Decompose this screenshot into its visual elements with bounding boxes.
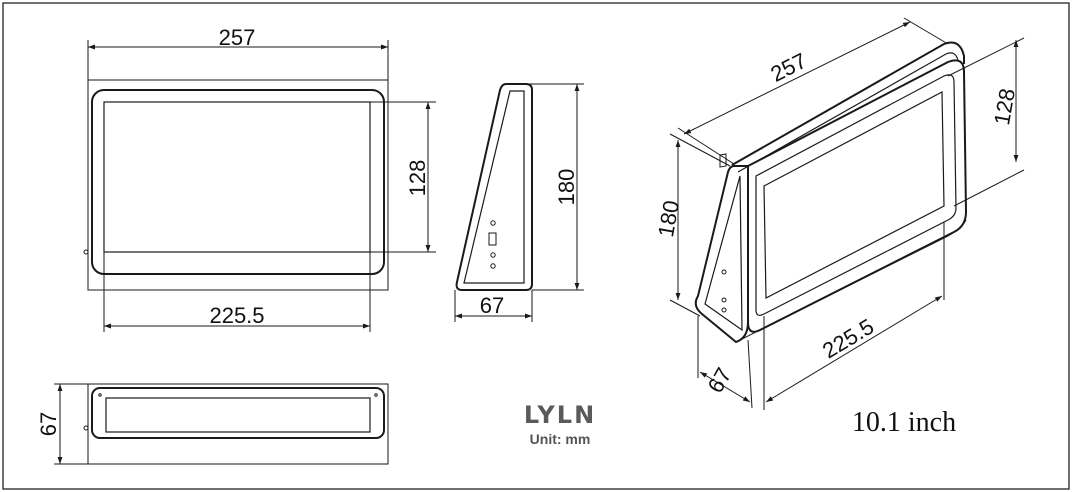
side-view: 180 67	[454, 83, 584, 322]
iso-indicator-top	[721, 269, 727, 275]
side-indicator-bottom	[490, 263, 496, 269]
front-view-back-plate	[87, 79, 389, 291]
front-view: 257 128 225.5	[83, 25, 436, 332]
side-indicator-middle	[490, 252, 496, 258]
front-view-bezel	[91, 89, 385, 275]
front-view-screen	[103, 101, 371, 253]
iso-indicator-middle	[721, 297, 727, 303]
iso-screen-width-dimension	[765, 295, 943, 403]
front-width-label: 257	[219, 25, 256, 50]
bottom-depth-label: 67	[36, 412, 61, 436]
isometric-view: 257 128 180 225.5 67	[653, 17, 1025, 410]
unit-label: Unit: mm	[530, 431, 591, 447]
iso-total-height-label: 180	[653, 198, 684, 239]
product-size-label: 10.1 inch	[852, 407, 956, 438]
front-screen-width-label: 225.5	[209, 303, 264, 328]
iso-screen-width-label: 225.5	[818, 314, 878, 364]
iso-height-label: 128	[989, 86, 1020, 127]
iso-indicator-bottom	[721, 307, 727, 313]
iso-screen	[763, 91, 945, 299]
iso-depth-dimension	[699, 371, 751, 403]
iso-width-dimension	[683, 21, 911, 135]
side-usb-port	[488, 232, 497, 246]
bottom-view: 67	[36, 383, 389, 465]
iso-top-face	[731, 41, 965, 166]
bottom-view-screen	[105, 397, 371, 433]
side-height-label: 180	[554, 169, 579, 206]
bottom-view-outline	[87, 383, 389, 465]
front-height-label: 128	[405, 160, 430, 197]
iso-bezel	[747, 59, 968, 333]
side-depth-label: 67	[480, 293, 504, 318]
side-view-outline	[455, 83, 533, 291]
brand-logo: LYLN	[524, 401, 596, 429]
iso-side-face	[694, 165, 749, 344]
iso-width-label: 257	[767, 48, 811, 87]
iso-depth-label: 67	[703, 363, 737, 397]
side-indicator-top	[490, 220, 496, 226]
